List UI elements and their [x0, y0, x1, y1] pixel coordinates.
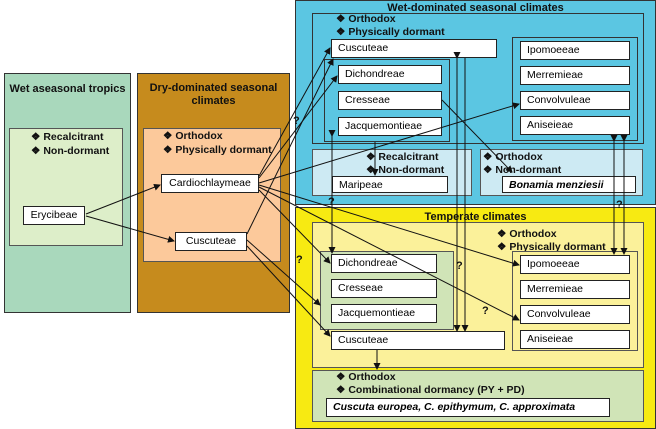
uncertain-mark-1: ?: [293, 115, 300, 127]
wet-aseasonal-panel: [9, 128, 123, 246]
maripeae-box: Maripeae: [332, 176, 448, 193]
temperate-ipomoeeae-box: Ipomoeeae: [520, 255, 630, 274]
temperate-cresseae-box: Cresseae: [331, 279, 437, 298]
arrow-cardio-temperate-convolvuleae: [258, 186, 520, 321]
arrow-cardio-wet-dichondreae: [258, 75, 338, 179]
wet-aseasonal-title: Wet aseasonal tropics: [9, 83, 126, 95]
arrow-cardio-wet-cuscuteae: [258, 47, 331, 177]
wet-seasonal-trait-2: ❖ Physically dormant: [336, 26, 445, 38]
dry-seasonal-title-line2: climates: [191, 95, 236, 107]
arrow-cardio-temperate-ipomoeeae: [258, 184, 520, 267]
wet-cresseae-box: Cresseae: [338, 91, 442, 110]
temperate-aniseieae-box: Aniseieae: [520, 330, 630, 349]
dry-seasonal-trait-1: ❖ Orthodox: [163, 130, 223, 142]
uncertain-mark-4: ?: [456, 260, 463, 272]
uncertain-mark-2: ?: [328, 196, 335, 208]
temperate-merremieae-box: Merremieae: [520, 280, 630, 299]
dry-cuscuteae-box: Cuscuteae: [175, 232, 247, 251]
wet-dichondreae-box: Dichondreae: [338, 65, 442, 84]
temperate-convolvuleae-box: Convolvuleae: [520, 305, 630, 324]
wet-seasonal-trait-1: ❖ Orthodox: [336, 13, 396, 25]
temperate-title: Temperate climates: [424, 211, 527, 223]
maripeae-trait-1: ❖ Recalcitrant: [366, 151, 439, 163]
wet-aniseieae-box: Aniseieae: [520, 116, 630, 135]
wet-aseasonal-trait-1: ❖ Recalcitrant: [31, 131, 104, 143]
uncertain-mark-6: ?: [616, 199, 623, 211]
arrow-cardio-temperate-dichondreae: [258, 189, 331, 264]
arrow-dry-cuscuteae-wet-cuscuteae: [246, 58, 334, 235]
maripeae-trait-2: ❖ Non-dormant: [366, 164, 445, 176]
arrow-erycibeae-cuscuteae: [85, 215, 175, 243]
arrow-cresseae-to-bonamia: [441, 99, 513, 173]
wet-merremieae-box: Merremieae: [520, 66, 630, 85]
temperate-dichondreae-box: Dichondreae: [331, 254, 437, 273]
arrow-erycibeae-cardiochlaymeae: [85, 183, 161, 215]
bonamia-trait-1: ❖ Orthodox: [483, 151, 543, 163]
arrow-cardio-wet-aniseieae: [258, 102, 520, 184]
temperate-combinational-trait-2: ❖ Combinational dormancy (PY + PD): [336, 384, 525, 396]
dry-cardiochlaymeae-box: Cardiochlaymeae: [161, 174, 259, 193]
uncertain-mark-3: ?: [296, 254, 303, 266]
temperate-trait-2: ❖ Physically dormant: [497, 241, 606, 253]
arrow-dry-cuscuteae-temperate-cuscuteae: [246, 245, 331, 337]
bonamia-box: Bonamia menziesii: [502, 176, 636, 193]
wet-aseasonal-trait-2: ❖ Non-dormant: [31, 145, 110, 157]
wet-convolvuleae-box: Convolvuleae: [520, 91, 630, 110]
dry-seasonal-trait-2: ❖ Physically dormant: [163, 144, 272, 156]
arrow-dry-cuscuteae-temperate-left: [246, 239, 321, 306]
wet-seasonal-title: Wet-dominated seasonal climates: [387, 2, 564, 14]
uncertain-mark-5: ?: [482, 305, 489, 317]
wet-ipomoeeae-box: Ipomoeeae: [520, 41, 630, 60]
wet-jacquemontieae-box: Jacquemontieae: [338, 117, 442, 136]
temperate-jacquemontieae-box: Jacquemontieae: [331, 304, 437, 323]
cuscuta-species-box: Cuscuta europea, C. epithymum, C. approx…: [326, 398, 610, 417]
temperate-cuscuteae-box: Cuscuteae: [331, 331, 505, 350]
erycibeae-box: Erycibeae: [23, 206, 85, 225]
temperate-combinational-trait-1: ❖ Orthodox: [336, 371, 396, 383]
temperate-trait-1: ❖ Orthodox: [497, 228, 557, 240]
dry-seasonal-title-line1: Dry-dominated seasonal: [149, 82, 278, 94]
